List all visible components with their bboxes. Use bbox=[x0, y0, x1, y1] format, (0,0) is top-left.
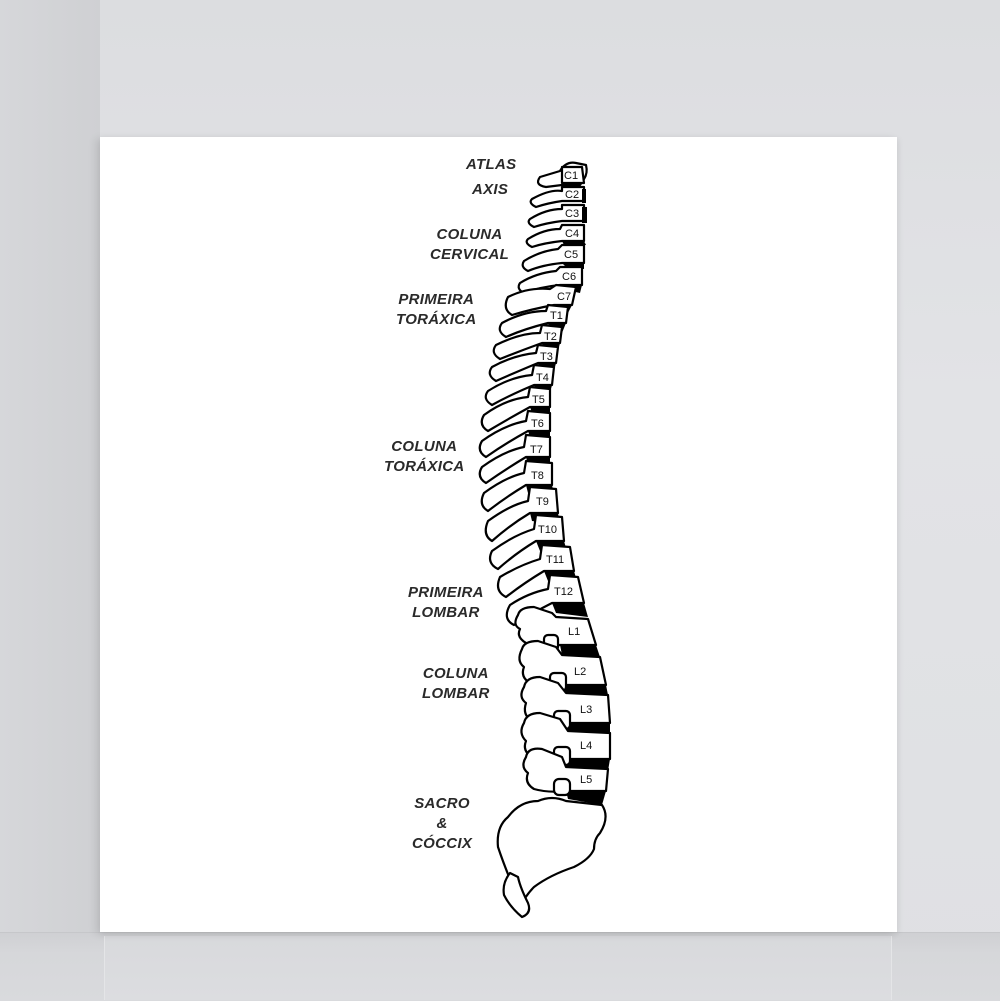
vlabel-t3: T3 bbox=[540, 351, 553, 363]
vertebra-labels: C1 C2 C3 C4 C5 C6 C7 T1 T2 T3 T4 T5 T6 T… bbox=[530, 170, 592, 786]
label-line: LOMBAR bbox=[422, 685, 490, 702]
vlabel-t9: T9 bbox=[536, 496, 549, 508]
label-axis: AXIS bbox=[472, 180, 508, 200]
label-line: TORÁXICA bbox=[384, 458, 465, 475]
shelf-front bbox=[104, 936, 892, 1000]
vertebra-c1 bbox=[536, 161, 588, 189]
vlabel-c2: C2 bbox=[565, 189, 579, 201]
label-line: CÓCCIX bbox=[412, 835, 473, 852]
label-line: AXIS bbox=[472, 181, 509, 198]
label-line: PRIMEIRA bbox=[398, 291, 475, 308]
label-first-lumbar: PRIMEIRA LOMBAR bbox=[408, 583, 484, 623]
vlabel-t7: T7 bbox=[530, 444, 543, 456]
wall-shadow bbox=[0, 0, 100, 932]
label-line: ATLAS bbox=[466, 156, 517, 173]
label-line: LOMBAR bbox=[412, 604, 480, 621]
label-lumbar: COLUNA LOMBAR bbox=[422, 664, 490, 704]
label-line: COLUNA bbox=[422, 665, 489, 682]
spine-illustration: C1 C2 C3 C4 C5 C6 C7 T1 T2 T3 T4 T5 T6 T… bbox=[478, 161, 612, 919]
vertebra-c2 bbox=[529, 185, 586, 209]
vlabel-t5: T5 bbox=[532, 394, 545, 406]
vlabel-c7: C7 bbox=[557, 291, 571, 303]
label-line: COLUNA bbox=[436, 226, 503, 243]
vlabel-t12: T12 bbox=[554, 586, 573, 598]
label-line: & bbox=[436, 815, 448, 832]
vlabel-t2: T2 bbox=[544, 331, 557, 343]
vlabel-l5: L5 bbox=[580, 774, 592, 786]
vlabel-l1: L1 bbox=[568, 626, 580, 638]
vertebra-c3 bbox=[527, 203, 587, 229]
vlabel-t11: T11 bbox=[546, 554, 564, 566]
label-line: SACRO bbox=[414, 795, 470, 812]
vlabel-t10: T10 bbox=[538, 524, 557, 536]
label-cervical: COLUNA CERVICAL bbox=[430, 225, 509, 265]
vertebra-l5 bbox=[522, 747, 610, 805]
vlabel-l4: L4 bbox=[580, 740, 592, 752]
label-thoracic: COLUNA TORÁXICA bbox=[384, 437, 464, 477]
label-atlas: ATLAS bbox=[466, 155, 516, 175]
vlabel-l3: L3 bbox=[580, 704, 592, 716]
label-first-thoracic: PRIMEIRA TORÁXICA bbox=[396, 290, 476, 330]
label-sacrum-coccyx: SACRO & CÓCCIX bbox=[412, 794, 472, 854]
vlabel-c5: C5 bbox=[564, 249, 578, 261]
label-line: CERVICAL bbox=[430, 246, 510, 263]
canvas-print: ATLAS AXIS COLUNA CERVICAL PRIMEIRA TORÁ… bbox=[100, 137, 897, 932]
vlabel-t1: T1 bbox=[550, 310, 563, 322]
vlabel-c4: C4 bbox=[565, 228, 579, 240]
vlabel-c6: C6 bbox=[562, 271, 576, 283]
vlabel-c3: C3 bbox=[565, 208, 579, 220]
coccyx bbox=[502, 871, 531, 919]
vlabel-c1: C1 bbox=[564, 170, 578, 182]
label-line: COLUNA bbox=[391, 438, 458, 455]
vlabel-t6: T6 bbox=[531, 418, 544, 430]
label-line: TORÁXICA bbox=[396, 311, 477, 328]
vlabel-l2: L2 bbox=[574, 666, 586, 678]
vlabel-t8: T8 bbox=[531, 470, 544, 482]
label-line: PRIMEIRA bbox=[408, 584, 484, 601]
vlabel-t4: T4 bbox=[536, 372, 549, 384]
